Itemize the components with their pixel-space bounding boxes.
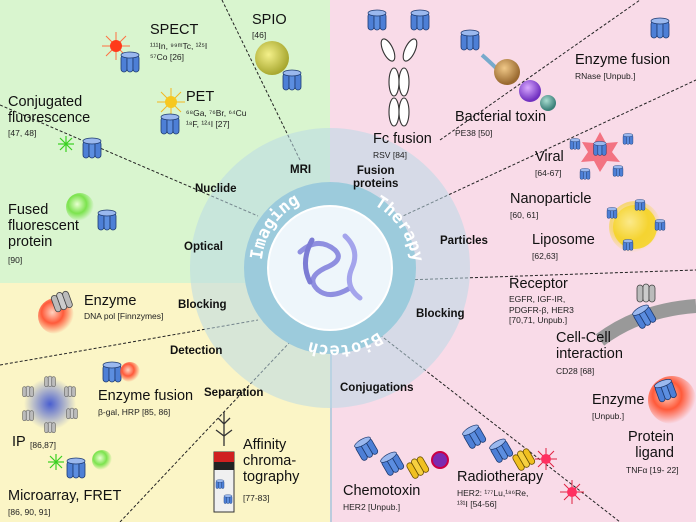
conjugated-fluorescence-icon [58,136,102,159]
chemotoxin-title: Chemotoxin [343,483,421,499]
category-nuclide: Nuclide [195,183,237,195]
category-optical: Optical [184,241,223,253]
pet-title: PET [186,89,215,105]
spect-icon [102,32,140,73]
viral-icon [569,132,634,180]
microarray-fret-icon [48,450,112,479]
affinity-column-icon [213,412,235,513]
spio-icon [255,41,302,91]
category-mri: MRI [290,164,312,176]
pet-icon [157,88,185,135]
ip-title: IP [12,434,26,450]
category-fusion-proteins: Fusion proteins [353,165,399,190]
radiotherapy-title: Radiotherapy [457,469,544,485]
conjugated-fluorescence-ref: [47, 48] [8,128,37,138]
fc-fusion-icon [367,9,430,127]
nanoparticle-icon [606,199,666,253]
spect-ref: ¹¹¹In, ⁹⁹ᵐTc, ¹²⁵I ⁵⁷Co [26] [150,41,208,62]
category-conjugations: Conjugations [340,382,414,394]
fc-fusion-ref: RSV [84] [373,150,408,160]
category-detection: Detection [170,345,223,357]
category-blocking-biotech: Blocking [178,299,227,311]
therapy-enzyme-ref: [Unpub.] [592,411,625,421]
enzyme-fusion-title: Enzyme fusion [575,52,671,68]
fused-protein-ref: [90] [8,255,23,265]
affibody-structure [297,233,363,301]
biotech-enzyme-icon [38,289,74,334]
liposome-ref: [62,63] [532,251,558,261]
microarray-title: Microarray, FRET [8,488,122,504]
viral-title: Viral [535,149,564,165]
biotech-enzyme-fusion-title: Enzyme fusion [98,388,194,404]
bacterial-toxin-ref: PE38 [50] [455,128,493,138]
chemotoxin-icon [352,434,449,480]
radiotherapy-icon [460,422,584,504]
pet-ref: ⁶⁸Ga, ⁷⁶Br, ⁶⁴Cu ¹⁸F, ¹²⁴I [27] [186,108,247,129]
bacterial-toxin-icon [460,29,556,111]
radiotherapy-ref: HER2: ¹⁷⁷Lu,¹⁸⁶Re, ¹³¹I [54-56] [457,488,529,509]
nanoparticle-ref: [60, 61] [510,210,539,220]
ip-icon [22,375,78,434]
fc-fusion-title: Fc fusion [373,131,432,147]
receptor-ref: EGFR, IGF-IR, PDGFR-β, HER3 [70,71, Unpu… [509,294,574,326]
biotech-enzyme-title: Enzyme [84,293,137,309]
therapy-enzyme-icon [648,376,696,424]
protein-ligand-ref: TNFα [19- 22] [626,465,679,475]
liposome-title: Liposome [532,232,595,248]
affinity-title: Affinity chroma- tography [243,437,300,485]
cell-cell-ref: CD28 [68] [556,366,595,376]
therapy-enzyme-title: Enzyme [592,392,645,408]
biotech-enzyme-fusion-icon [102,361,140,383]
spio-title: SPIO [252,12,287,28]
fused-fluorescent-protein-icon [66,193,117,231]
bacterial-toxin-title: Bacterial toxin [455,109,547,125]
viral-ref: [64-67] [535,168,562,178]
spio-ref: [46] [252,30,267,40]
fused-protein-title: Fused fluorescent protein [8,202,79,250]
protein-ligand-title: Protein ligand [628,429,674,461]
category-blocking-therapy: Blocking [416,308,465,320]
affinity-ref: [77-83] [243,493,270,503]
receptor-title: Receptor [509,276,568,292]
biotech-enzyme-fusion-ref: β-gal, HRP [85, 86] [98,407,171,417]
category-separation: Separation [204,387,264,399]
category-particles: Particles [440,235,488,247]
chemotoxin-ref: HER2 [Unpub.] [343,502,401,512]
microarray-ref: [86, 90, 91] [8,507,51,517]
spect-title: SPECT [150,22,199,38]
enzyme-fusion-ref: RNase [Unpub.] [575,71,636,81]
cell-receptor-icon [595,283,696,346]
ip-ref: [86,87] [30,440,56,450]
conjugated-fluorescence-title: Conjugated fluorescence [8,94,91,126]
therapy-enzyme-fusion-icon [650,17,670,39]
cell-cell-title: Cell-Cell interaction [556,330,623,362]
nanoparticle-title: Nanoparticle [510,191,592,207]
biotech-enzyme-ref: DNA pol [Finnzymes] [84,311,164,321]
